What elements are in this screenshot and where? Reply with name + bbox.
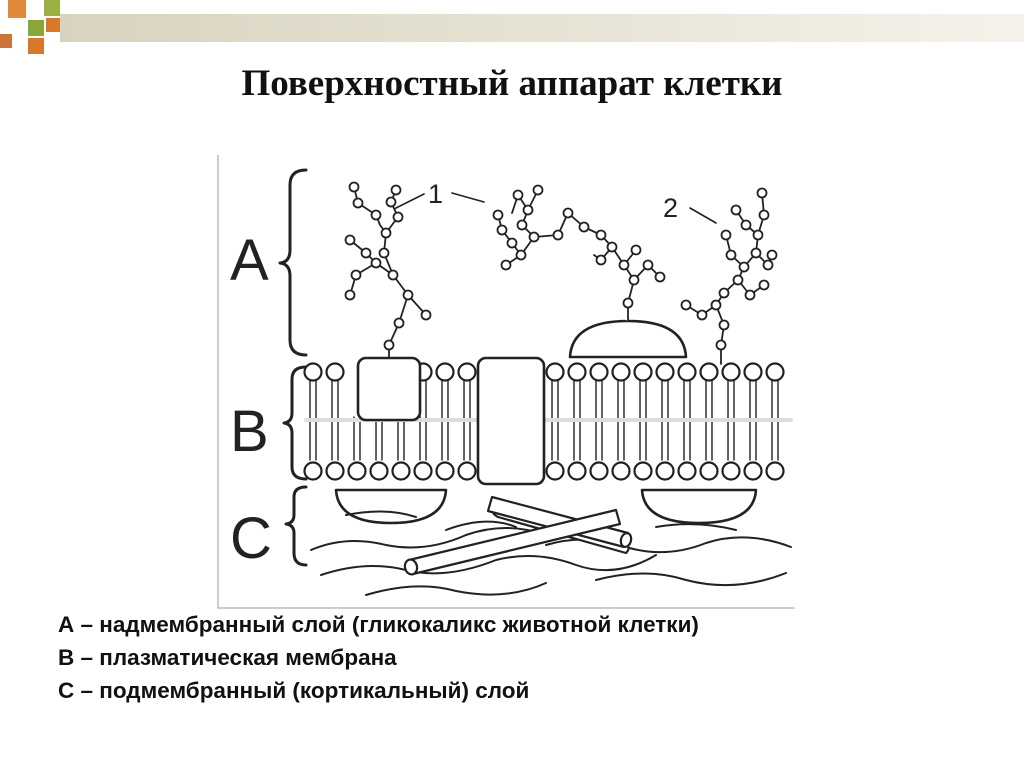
callout-2: 2 xyxy=(663,193,678,223)
callout-1-line-left xyxy=(393,193,425,210)
brace-b xyxy=(282,365,308,481)
callout-2-line xyxy=(689,207,717,224)
deco-square-green xyxy=(44,0,60,16)
oligosaccharide-chain-middle xyxy=(492,184,666,322)
deco-square-orange-small xyxy=(0,34,12,48)
oligosaccharide-chain-left xyxy=(344,181,432,359)
peripheral-protein-top-right xyxy=(568,319,688,359)
microtubules xyxy=(403,495,633,576)
lipid-heads-bottom xyxy=(303,461,785,481)
lipid-heads-top xyxy=(303,362,785,382)
layer-label-c: C xyxy=(230,506,272,571)
microfilaments xyxy=(310,510,792,596)
deco-square-orange xyxy=(8,0,26,18)
peripheral-protein-bottom-left xyxy=(334,488,448,525)
transmembrane-protein xyxy=(476,356,546,486)
legend-item-a: А – надмембранный слой (гликокаликс живо… xyxy=(58,612,699,637)
cell-surface-diagram: A B C 1 2 xyxy=(217,155,795,609)
peripheral-protein-top-left xyxy=(356,356,422,422)
header-bar xyxy=(60,14,1024,42)
brace-a xyxy=(278,168,308,357)
slide-decoration xyxy=(0,0,1024,54)
brace-c xyxy=(284,485,308,567)
layer-label-b: B xyxy=(230,399,269,464)
page-title: Поверхностный аппарат клетки xyxy=(241,63,783,104)
deco-square-orange-3 xyxy=(28,38,44,54)
legend-item-b: В – плазматическая мембрана xyxy=(58,645,397,670)
layer-label-a: A xyxy=(230,228,269,293)
callout-1: 1 xyxy=(428,179,443,209)
deco-square-orange-2 xyxy=(46,18,60,32)
peripheral-protein-bottom-right xyxy=(640,488,758,525)
oligosaccharide-chain-right xyxy=(680,187,778,365)
deco-square-green-2 xyxy=(28,20,44,36)
legend-item-c: С – подмембранный (кортикальный) слой xyxy=(58,678,530,703)
callout-1-line-right xyxy=(451,192,485,203)
legend: А – надмембранный слой (гликокаликс живо… xyxy=(58,608,958,707)
